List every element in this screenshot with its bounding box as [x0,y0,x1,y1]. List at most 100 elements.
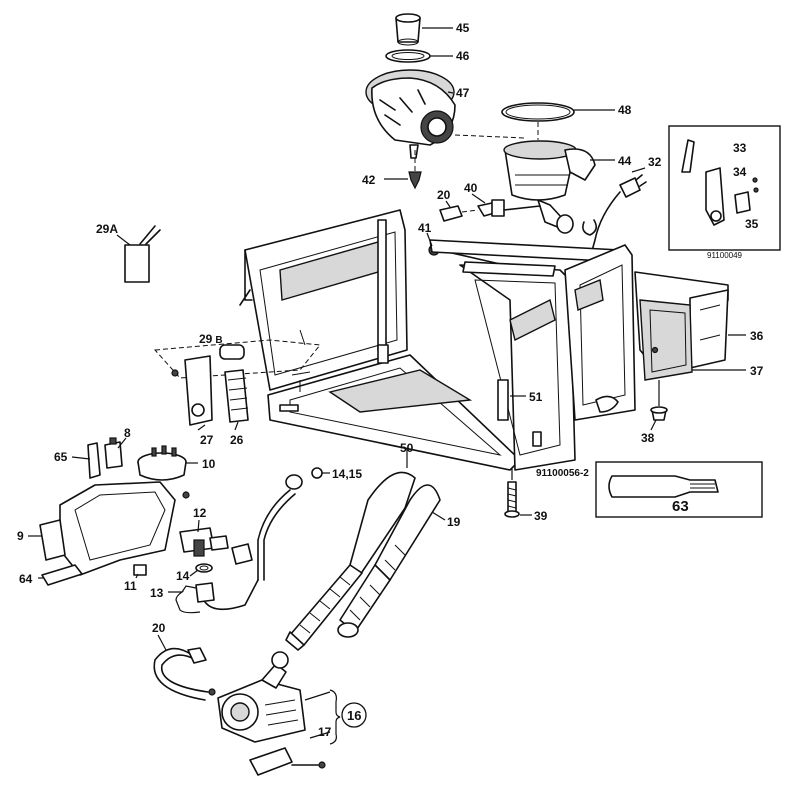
label-48: 48 [618,103,632,117]
svg-text:33: 33 [733,141,747,155]
label-16: 16 [347,708,361,723]
detail-box-63 [595,461,763,518]
label-64: 64 [19,572,33,586]
part-45-cap [395,13,421,46]
part-40-fitting [477,199,541,217]
svg-text:39: 39 [534,509,548,523]
main-drawing-code: 91100056-2 [536,468,589,479]
label-65: 65 [54,450,68,464]
svg-text:17: 17 [318,725,332,739]
svg-text:65: 65 [54,450,68,464]
svg-text:14,15: 14,15 [332,467,362,481]
label-29b: 29 [199,332,213,346]
svg-text:91100049: 91100049 [707,251,743,260]
svg-text:26: 26 [230,433,244,447]
svg-text:51: 51 [529,390,543,404]
part-44-sump [503,140,596,234]
part-38-foot [650,380,668,421]
inlet-sleeve [231,543,253,565]
svg-text:16: 16 [347,708,361,723]
svg-text:14: 14 [176,569,190,583]
label-46: 46 [456,49,470,63]
part-labels: 45 46 47 48 44 32 33 34 35 42 20 40 41 2… [17,21,764,739]
detail-box-code: 91100049 [707,251,743,260]
label-36: 36 [750,329,764,343]
detail-box-hinge: 91100049 [668,125,781,260]
label-63: 63 [672,498,689,515]
label-35: 35 [745,217,759,231]
part-8-switch [104,437,123,469]
part-29b-relay [219,344,245,360]
label-51: 51 [529,390,543,404]
part-20-drain-hose [153,647,216,701]
label-10: 10 [202,457,216,471]
main-frame [239,209,636,471]
svg-text:20: 20 [152,621,166,635]
label-42: 42 [362,173,376,187]
part-27-mount-plate [171,355,213,426]
part-42-valve [408,150,422,190]
svg-text:29A: 29A [96,222,118,236]
part-12-inlet-valve [179,527,229,557]
svg-text:41: 41 [418,221,432,235]
svg-text:27: 27 [200,433,214,447]
label-8: 8 [124,426,131,440]
part-13-hose-fitting [195,579,259,611]
label-39: 39 [534,509,548,523]
svg-text:35: 35 [745,217,759,231]
part-20-elbow [439,205,463,222]
part-19-hose [337,484,441,638]
label-45: 45 [456,21,470,35]
label-41: 41 [418,221,432,235]
part-37-insulation-panel [639,299,693,381]
svg-text:10: 10 [202,457,216,471]
label-13: 13 [150,586,164,600]
label-29a: 29A [96,222,118,236]
svg-text:8: 8 [124,426,131,440]
svg-text:38: 38 [641,431,655,445]
svg-text:37: 37 [750,364,764,378]
part-11-clip [133,564,147,576]
label-12: 12 [193,506,207,520]
svg-text:12: 12 [193,506,207,520]
label-44: 44 [618,154,632,168]
label-14-15: 14,15 [332,467,362,481]
label-16-circle [341,702,367,728]
part-65-clip [87,442,101,479]
svg-text:20: 20 [437,188,451,202]
label-33: 33 [733,141,747,155]
label-19: 19 [447,515,461,529]
label-11: 11 [124,579,137,593]
svg-text:47: 47 [456,86,470,100]
part-16-drain-pump [217,651,306,743]
svg-text:19: 19 [447,515,461,529]
svg-text:40: 40 [464,181,478,195]
svg-text:9: 9 [17,529,24,543]
label-17: 17 [318,725,332,739]
svg-text:50: 50 [400,441,414,455]
label-50: 50 [400,441,414,455]
svg-text:42: 42 [362,173,376,187]
svg-text:63: 63 [672,498,689,515]
part-64-clip [41,564,83,586]
svg-text:44: 44 [618,154,632,168]
label-38: 38 [641,431,655,445]
svg-text:32: 32 [648,155,662,169]
svg-text:13: 13 [150,586,164,600]
part-39-screw [504,468,520,518]
part-26-terminal-block [224,369,249,423]
svg-text:34: 34 [733,165,747,179]
label-27: 27 [200,433,214,447]
part-50-drain-hose [285,471,416,651]
svg-text:11: 11 [124,579,137,593]
label-9: 9 [17,529,24,543]
leader-lines [28,27,746,739]
part-47-circulation-pump [365,69,456,159]
svg-text:91100056-2: 91100056-2 [536,468,589,479]
label-34: 34 [733,165,747,179]
part-48-seal-ring [501,102,575,122]
part-46-clamp-ring [385,49,431,63]
label-37: 37 [750,364,764,378]
svg-text:29B: 29B [199,332,223,346]
